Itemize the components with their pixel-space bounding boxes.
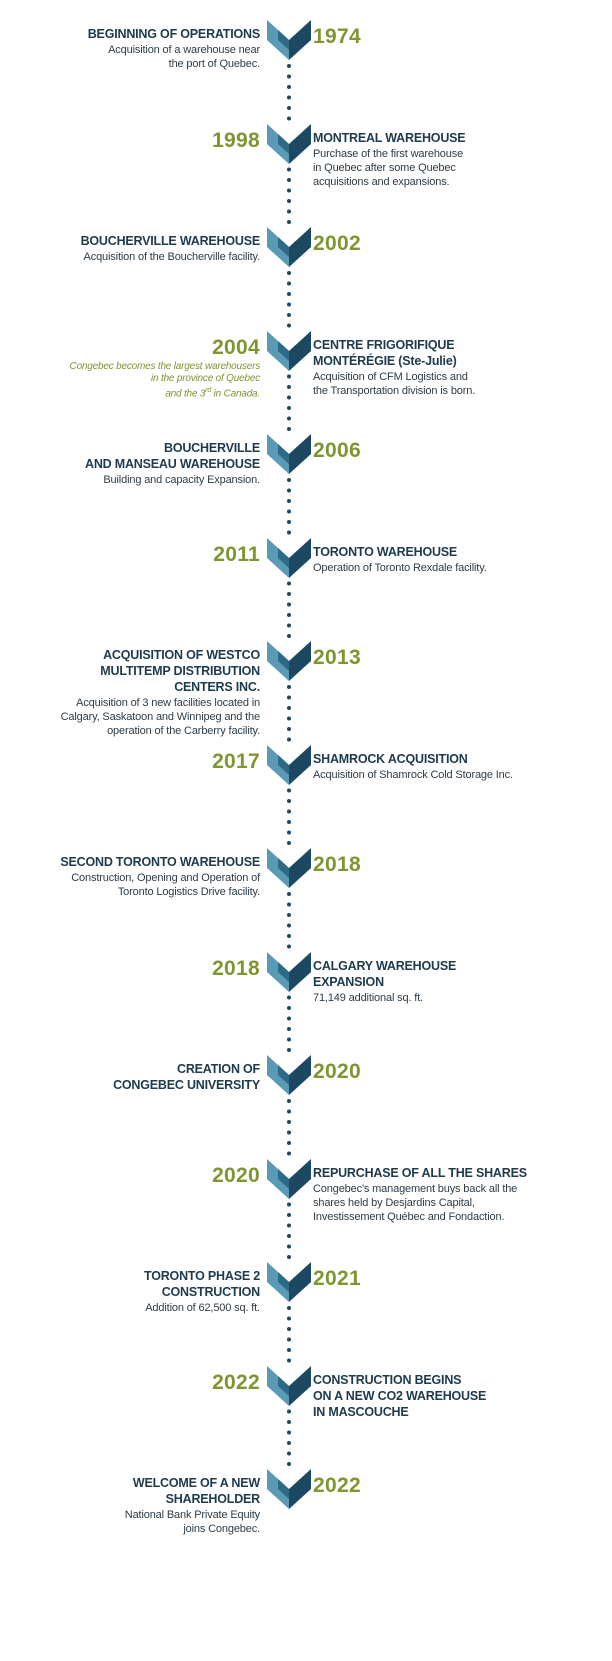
event-description: Acquisition of 3 new facilities located … — [60, 697, 261, 737]
timeline-event: 2020 CREATION OF CONGEBEC UNIVERSITY — [0, 1055, 612, 1095]
note-text: and the 3 — [165, 387, 206, 399]
event-title: CALGARY WAREHOUSE EXPANSION — [313, 958, 457, 989]
event-year: 2002 — [313, 232, 361, 255]
note-line: and the 3rd in Canada. — [60, 385, 260, 400]
chevron-down-icon — [267, 641, 311, 681]
event-title: CONSTRUCTION BEGINS ON A NEW CO2 WAREHOU… — [313, 1372, 487, 1419]
event-text-block: CREATION OF CONGEBEC UNIVERSITY — [0, 1061, 260, 1093]
event-year: 2018 — [212, 956, 260, 980]
event-text-block: SECOND TORONTO WAREHOUSE Construction, Op… — [0, 854, 260, 899]
event-title: BOUCHERVILLE AND MANSEAU WAREHOUSE — [85, 441, 260, 471]
event-description: Building and capacity Expansion. — [103, 474, 260, 486]
chevron-down-icon — [267, 848, 311, 888]
note-text: in Canada. — [211, 387, 261, 399]
timeline-event: 2022 CONSTRUCTION BEGINS ON A NEW CO2 WAR… — [0, 1365, 612, 1419]
event-text-block: REPURCHASE OF ALL THE SHARES Congebec's m… — [313, 1165, 573, 1224]
event-year: 2020 — [212, 1163, 260, 1187]
chevron-down-icon — [267, 951, 311, 992]
timeline-event: 2011 TORONTO WAREHOUSE Operation of Toront… — [0, 537, 612, 578]
note-line: in the province of Quebec — [151, 372, 260, 384]
chevron-down-icon — [267, 330, 311, 371]
event-title: BOUCHERVILLE WAREHOUSE — [80, 234, 261, 248]
event-title: SECOND TORONTO WAREHOUSE — [60, 855, 260, 869]
event-text-block: BOUCHERVILLE AND MANSEAU WAREHOUSE Buildi… — [0, 440, 260, 487]
event-title: TORONTO PHASE 2 CONSTRUCTION — [143, 1269, 260, 1299]
chevron-down-icon — [267, 1469, 311, 1509]
event-title: BEGINNING OF OPERATIONS — [87, 27, 260, 41]
event-year: 2022 — [212, 1370, 260, 1394]
event-description: Addition of 62,500 sq. ft. — [145, 1302, 260, 1314]
event-year: 2011 — [213, 542, 260, 566]
timeline-event: 2004 CENTRE FRIGORIFIQUE MONTÉRÉGIE (Ste-… — [0, 330, 612, 399]
event-text-block: TORONTO PHASE 2 CONSTRUCTION Addition of … — [0, 1268, 260, 1315]
event-text-block: BOUCHERVILLE WAREHOUSE Acquisition of the… — [0, 233, 261, 264]
event-description: Acquisition of Shamrock Cold Storage Inc… — [313, 768, 513, 781]
event-year: 2006 — [313, 439, 361, 462]
chevron-down-icon — [267, 227, 311, 267]
timeline-event: 2006 BOUCHERVILLE AND MANSEAU WAREHOUSE Bu… — [0, 434, 612, 486]
event-description: Acquisition of CFM Logistics and the Tra… — [313, 370, 476, 397]
event-description: National Bank Private Equity joins Conge… — [124, 1509, 260, 1535]
event-highlight-note: Congebec becomes the largest warehousers… — [60, 360, 261, 400]
event-title: WELCOME OF A NEW SHAREHOLDER — [132, 1476, 260, 1506]
event-text-block: SHAMROCK ACQUISITION Acquisition of Shamr… — [313, 751, 573, 782]
timeline-event: 2018 SECOND TORONTO WAREHOUSE Construction… — [0, 848, 612, 898]
event-title: TORONTO WAREHOUSE — [313, 544, 458, 559]
event-text-block: CALGARY WAREHOUSE EXPANSION 71,149 additi… — [313, 958, 573, 1005]
timeline-event: 2017 SHAMROCK ACQUISITION Acquisition of S… — [0, 744, 612, 785]
chevron-down-icon — [267, 123, 311, 164]
event-text-block: CONSTRUCTION BEGINS ON A NEW CO2 WAREHOU… — [313, 1372, 573, 1420]
timeline-event: 2018 CALGARY WAREHOUSE EXPANSION 71,149 ad… — [0, 951, 612, 1004]
event-description: Purchase of the first warehouse in Quebe… — [313, 147, 464, 188]
timeline-event: 2002 BOUCHERVILLE WAREHOUSE Acquisition of… — [0, 227, 612, 267]
event-year: 2022 — [313, 1474, 361, 1497]
timeline-event: 1998 MONTREAL WAREHOUSE Purchase of the fi… — [0, 123, 612, 188]
event-year: 2020 — [313, 1060, 361, 1083]
event-text-block: WELCOME OF A NEW SHAREHOLDER National Ban… — [0, 1475, 260, 1536]
event-description: Operation of Toronto Rexdale facility. — [313, 561, 487, 574]
chevron-down-icon — [267, 1365, 311, 1406]
event-description: 71,149 additional sq. ft. — [313, 991, 423, 1004]
timeline-event: 2021 TORONTO PHASE 2 CONSTRUCTION Addition… — [0, 1262, 612, 1314]
event-title: MONTREAL WAREHOUSE — [313, 130, 466, 145]
event-text-block: TORONTO WAREHOUSE Operation of Toronto Re… — [313, 544, 573, 575]
event-year: 2018 — [313, 853, 361, 876]
event-text-block: ACQUISITION OF WESTCO MULTITEMP DISTRIBU… — [0, 647, 261, 738]
event-text-block: CENTRE FRIGORIFIQUE MONTÉRÉGIE (Ste-Juli… — [313, 337, 573, 398]
event-year: 2017 — [212, 749, 260, 773]
note-line: Congebec becomes the largest warehousers — [69, 360, 261, 372]
event-title: CENTRE FRIGORIFIQUE MONTÉRÉGIE (Ste-Juli… — [313, 337, 457, 368]
event-description: Acquisition of a warehouse near the port… — [108, 44, 260, 70]
timeline-event: 2022 WELCOME OF A NEW SHAREHOLDER National… — [0, 1469, 612, 1535]
chevron-down-icon — [267, 537, 311, 578]
event-description: Acquisition of the Boucherville facility… — [83, 251, 261, 263]
event-description: Congebec's management buys back all the … — [313, 1182, 518, 1223]
event-text-block: MONTREAL WAREHOUSE Purchase of the first … — [313, 130, 573, 189]
event-title: REPURCHASE OF ALL THE SHARES — [313, 1165, 527, 1180]
note-superscript: rd — [205, 386, 212, 394]
event-year: 2013 — [313, 646, 361, 669]
event-year: 1974 — [313, 25, 361, 48]
chevron-down-icon — [267, 1158, 311, 1199]
chevron-down-icon — [267, 1055, 311, 1095]
event-title: SHAMROCK ACQUISITION — [313, 751, 468, 766]
timeline-event: 2013 ACQUISITION OF WESTCO MULTITEMP DIST… — [0, 641, 612, 737]
chevron-down-icon — [267, 20, 311, 60]
event-title: CREATION OF CONGEBEC UNIVERSITY — [113, 1062, 260, 1092]
event-title: ACQUISITION OF WESTCO MULTITEMP DISTRIBU… — [100, 648, 260, 694]
event-year: 2021 — [313, 1267, 361, 1290]
chevron-down-icon — [267, 434, 311, 474]
chevron-down-icon — [267, 744, 311, 785]
event-description: Construction, Opening and Operation of T… — [71, 872, 260, 898]
event-year: 2004 — [212, 335, 260, 359]
timeline-event: 1974 BEGINNING OF OPERATIONS Acquisition o… — [0, 20, 612, 70]
timeline-event: 2020 REPURCHASE OF ALL THE SHARES Congebec… — [0, 1158, 612, 1223]
chevron-down-icon — [267, 1262, 311, 1302]
event-text-block: BEGINNING OF OPERATIONS Acquisition of a … — [0, 26, 260, 71]
event-year: 1998 — [212, 128, 260, 152]
